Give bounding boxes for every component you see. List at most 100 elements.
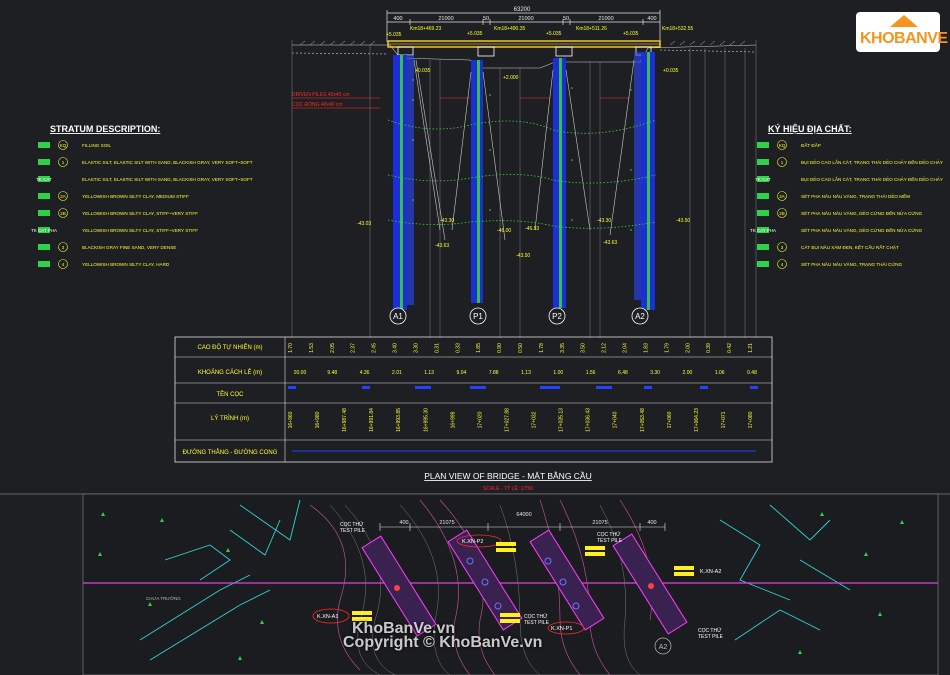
layer-description: ELASTIC SILT, ELASTIC SILT WITH SAND, BL… <box>82 160 253 165</box>
support-circle <box>469 307 487 325</box>
support-markers <box>389 307 649 325</box>
km-station: Km18+511.26 <box>576 26 607 32</box>
layer-code: TK CAT <box>36 177 52 182</box>
plan-title: PLAN VIEW OF BRIDGE - MẶT BẰNG CẦU <box>424 471 592 481</box>
span-dim: 21000 <box>598 16 613 22</box>
distance-value: 7.88 <box>489 370 499 376</box>
row-label-distance: KHOẢNG CÁCH LẺ (m) <box>198 369 262 376</box>
layer-swatch <box>757 193 769 199</box>
elev-value: 0.39 <box>706 343 712 353</box>
layer-number-circle <box>58 242 68 252</box>
elev-value: 2.04 <box>623 343 629 353</box>
pier-p1-piles <box>451 60 506 303</box>
distance-value: 1.13 <box>521 370 531 376</box>
chain-value: 16+980 <box>315 411 321 428</box>
level-label: +0.035 <box>415 68 431 74</box>
level-label: -43.50 <box>516 253 530 259</box>
layer-number-circle <box>58 191 68 201</box>
elev-value: 3.50 <box>581 343 587 353</box>
elev-value: 2.05 <box>330 343 336 353</box>
ground-lines <box>291 44 757 69</box>
layer-number: KQ <box>60 143 67 148</box>
khobanve-logo[interactable]: KHOBANVE <box>856 12 948 52</box>
chain-value: 17+036.43 <box>586 408 592 432</box>
elev-value: 1.21 <box>748 343 754 353</box>
plan-dim: 64000 <box>516 512 531 518</box>
legend-vn-title: KÝ HIỆU ĐỊA CHẤT: <box>768 123 852 134</box>
chain-value: 17+032 <box>532 411 538 428</box>
layer-description: SÉT PHA NÂU NÂU VÀNG, TRẠNG THÁI CỨNG <box>801 261 903 267</box>
row-label-elevation: CAO ĐỘ TỰ NHIÊN (m) <box>197 343 262 351</box>
pile-notes: DRIVEN PILES 40x40 cm CỌC ĐÓNG 40x40 cm <box>292 92 350 108</box>
pile-note: DRIVEN PILES 40x40 cm <box>292 92 350 98</box>
deck-level: +5.035 <box>546 31 562 37</box>
plan-dim: 400 <box>647 520 656 526</box>
layer-number: 3 <box>62 245 65 250</box>
ground-hatch <box>299 40 746 46</box>
chain-value: 17+020 <box>477 411 483 428</box>
soil-hatch-dots <box>412 79 632 231</box>
test-pile-label: TEST PILE <box>524 620 550 626</box>
elev-value: 3.35 <box>560 343 566 353</box>
chain-value: 17+053.48 <box>640 408 646 432</box>
plan-river-label: CHƯA TRƯỜNG <box>146 595 181 601</box>
layer-number: 2A <box>779 194 785 199</box>
layer-description: YELLOWISH BROWN SILTY CLAY, STIFF~VERY S… <box>82 228 198 233</box>
level-label: -43.63 <box>435 243 449 249</box>
layer-number: 4 <box>781 262 784 267</box>
layer-code: TK CAT PHA <box>31 228 57 233</box>
chain-value: 17+060 <box>667 411 673 428</box>
deck-annotations: +5.035 +5.035 +5.035 +5.035 Km18+469.23 … <box>386 26 693 38</box>
layer-swatch <box>757 159 769 165</box>
total-span-dim: 63200 <box>514 7 531 13</box>
span-dim: 400 <box>647 16 656 22</box>
elev-value: 2.12 <box>602 343 608 353</box>
test-pile-labels: CỌC THỬ TEST PILE CỌC THỬ TEST PILE CỌC … <box>340 521 724 640</box>
distance-value: 1.56 <box>586 370 596 376</box>
span-dim: 21000 <box>518 16 533 22</box>
support-label: P1 <box>473 312 483 321</box>
elev-value: 1.53 <box>309 343 315 353</box>
deck-level: +5.035 <box>467 31 483 37</box>
pier-p2-piles <box>534 58 591 308</box>
distance-value: 6.48 <box>618 370 628 376</box>
level-label: -43.30 <box>597 218 611 224</box>
layer-description: ELASTIC SILT, ELASTIC SILT WITH SAND, BL… <box>82 177 253 182</box>
test-pile-label: CỌC THỬ <box>524 613 548 620</box>
layer-description: BLACKISH GRAY FINE SAND, VERY DENSE <box>82 245 176 250</box>
layer-number-circle <box>777 191 787 201</box>
pile-name-ticks <box>288 386 758 389</box>
chain-value: 16+995.30 <box>423 408 429 432</box>
plan-tags: K.XN-P2 K.XN-A1 K.XN-P1 K.XN-A2 <box>312 534 721 635</box>
layer-number-circle <box>777 140 787 150</box>
chain-value: 17+080 <box>748 411 754 428</box>
distance-value: 3.30 <box>650 370 660 376</box>
plan-dims: 400 21075 64000 21075 400 <box>399 512 656 526</box>
elev-value: 0.31 <box>434 343 440 353</box>
km-station: Km18+532.55 <box>662 26 693 32</box>
plan-support-label: A2 <box>659 644 668 651</box>
layer-swatch <box>38 227 50 233</box>
plan-tag-p1: K.XN-P1 <box>551 626 572 632</box>
layer-number-circle <box>777 242 787 252</box>
level-label: -43.30 <box>440 218 454 224</box>
watermark-site: KhoBanVe.vn <box>352 620 456 637</box>
row-label-chainage: LÝ TRÌNH (m) <box>211 415 249 422</box>
level-labels: +0.035 +2.000 +0.035 -43.03 -43.30 -43.6… <box>357 68 690 259</box>
layer-description: BỤI DẺO CAO LẪN CÁT, TRẠNG THÁI DẺO CHẢY… <box>801 159 943 165</box>
deck-level: +5.035 <box>386 32 402 38</box>
deck-level: +5.035 <box>623 31 639 37</box>
elev-value: 2.45 <box>372 343 378 353</box>
layer-number-circle <box>58 208 68 218</box>
layer-number-circle <box>58 140 68 150</box>
